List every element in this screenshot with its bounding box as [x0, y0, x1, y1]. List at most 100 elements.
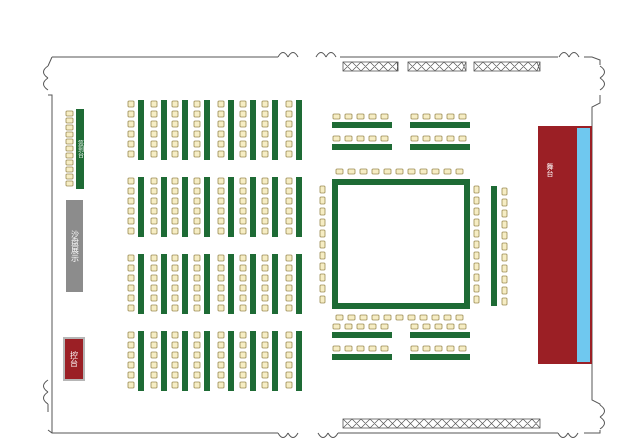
chair-icon: [217, 331, 225, 339]
chair-icon: [127, 110, 135, 118]
chair-icon: [422, 135, 431, 142]
chair-icon: [217, 304, 225, 312]
chair-icon: [356, 345, 365, 352]
chair-icon: [127, 294, 135, 302]
truss-group: [342, 61, 541, 429]
chair-icon: [285, 381, 293, 389]
chair-icon: [193, 361, 201, 369]
chair-icon: [127, 284, 135, 292]
door-arc-icon: [599, 404, 605, 430]
chair-icon: [285, 130, 293, 138]
chair-icon: [171, 371, 179, 379]
chair-icon: [473, 185, 480, 194]
table: [228, 177, 234, 237]
chair-icon: [347, 314, 356, 321]
chair-icon: [150, 331, 158, 339]
chair-icon: [65, 131, 74, 138]
right-side-tables: [491, 186, 508, 306]
table: [332, 122, 392, 128]
chair-icon: [217, 197, 225, 205]
chair-icon: [344, 323, 353, 330]
chair-icon: [371, 314, 380, 321]
chair-icon: [171, 120, 179, 128]
chair-icon: [65, 117, 74, 124]
chair-icon: [171, 351, 179, 359]
chair-icon: [150, 207, 158, 215]
chair-icon: [127, 361, 135, 369]
chair-icon: [150, 177, 158, 185]
chair-icon: [473, 218, 480, 227]
chair-icon: [239, 304, 247, 312]
chair-icon: [217, 254, 225, 262]
table: [228, 100, 234, 160]
chair-icon: [285, 177, 293, 185]
chair-icon: [239, 294, 247, 302]
chair-icon: [217, 274, 225, 282]
chair-icon: [458, 345, 467, 352]
chair-icon: [368, 113, 377, 120]
chair-icon: [193, 341, 201, 349]
chair-icon: [127, 274, 135, 282]
chair-icon: [380, 135, 389, 142]
chair-icon: [150, 274, 158, 282]
chair-icon: [150, 110, 158, 118]
chair-icon: [193, 150, 201, 158]
table: [410, 354, 470, 360]
chair-icon: [261, 381, 269, 389]
table: [204, 331, 210, 391]
chair-icon: [285, 341, 293, 349]
chair-icon: [458, 113, 467, 120]
chair-icon: [150, 130, 158, 138]
chair-icon: [332, 113, 341, 120]
chair-icon: [239, 130, 247, 138]
chair-icon: [150, 371, 158, 379]
chair-icon: [359, 168, 368, 175]
chair-icon: [171, 197, 179, 205]
chair-icon: [239, 120, 247, 128]
chair-icon: [217, 217, 225, 225]
chair-icon: [261, 187, 269, 195]
chair-icon: [150, 361, 158, 369]
chair-icon: [150, 254, 158, 262]
chair-icon: [171, 304, 179, 312]
chair-icon: [473, 229, 480, 238]
chair-icon: [419, 314, 428, 321]
chair-icon: [285, 197, 293, 205]
chair-icon: [335, 314, 344, 321]
table: [138, 100, 144, 160]
chair-icon: [65, 152, 74, 159]
chair-icon: [193, 110, 201, 118]
chair-icon: [217, 371, 225, 379]
chair-icon: [193, 187, 201, 195]
chair-icon: [261, 100, 269, 108]
chair-icon: [285, 187, 293, 195]
chair-icon: [193, 130, 201, 138]
chair-icon: [319, 273, 326, 282]
truss-bracing: [407, 61, 467, 72]
door-arc-icon: [43, 379, 49, 405]
chair-icon: [171, 140, 179, 148]
chair-icon: [239, 371, 247, 379]
chair-icon: [501, 264, 508, 273]
chair-icon: [359, 314, 368, 321]
classroom-seating: [127, 100, 302, 391]
truss-icon: [407, 61, 467, 72]
left-desks: [63, 109, 85, 381]
chair-icon: [410, 113, 419, 120]
chair-icon: [171, 227, 179, 235]
table: [272, 177, 278, 237]
chair-icon: [285, 331, 293, 339]
chair-icon: [150, 217, 158, 225]
chair-icon: [171, 110, 179, 118]
chair-icon: [127, 207, 135, 215]
door-arc-icon: [277, 432, 299, 438]
table: [182, 177, 188, 237]
chair-icon: [356, 135, 365, 142]
chair-icon: [407, 168, 416, 175]
chair-icon: [261, 371, 269, 379]
door-arc-icon: [317, 432, 339, 438]
chair-icon: [127, 177, 135, 185]
side-desk: [66, 200, 83, 292]
table: [204, 100, 210, 160]
chair-icon: [239, 284, 247, 292]
